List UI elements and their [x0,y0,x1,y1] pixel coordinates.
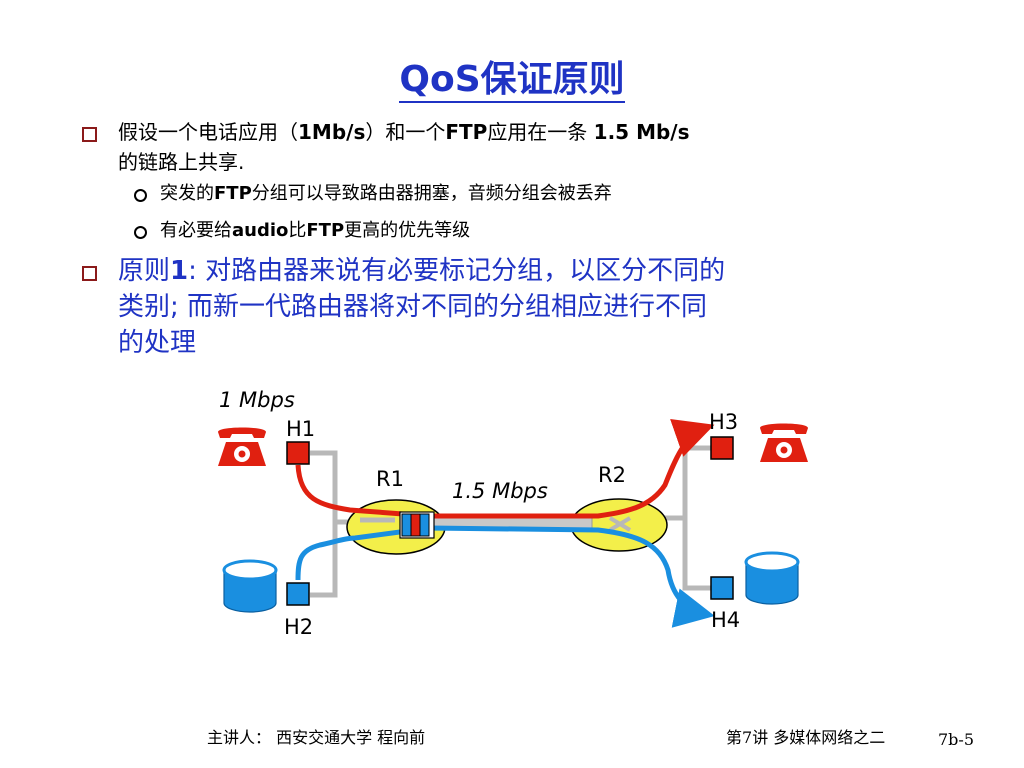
page-number: 7b-5 [938,730,975,749]
host-h3-label: H3 [709,410,738,434]
audio-flow-path [295,419,715,519]
bullet-square-icon [82,266,97,281]
host-h1-label: H1 [286,417,315,441]
access-rate-label: 1 Mbps [219,388,295,412]
host-h1 [286,441,310,465]
bullet-circle-icon [134,189,147,202]
link-rate-label: 1.5 Mbps [452,479,548,503]
principle-1: 原则1: 对路由器来说有必要标记分组，以区分不同的 类别; 而新一代路由器将对不… [118,256,726,358]
host-h4 [710,576,734,600]
disk-storage-icon [744,551,800,605]
bullet-square-icon [82,127,97,142]
bullet-shared-link: 假设一个电话应用（1Mb/s）和一个FTP应用在一条 1.5 Mb/s 的链路上… [118,120,690,174]
router-r2-label: R2 [598,463,626,487]
router-r1-label: R1 [376,467,404,491]
disk-storage-icon [222,559,278,613]
footer-presenter: 主讲人： 西安交通大学 程向前 [207,728,426,747]
telephone-icon [760,423,808,462]
telephone-icon [218,427,266,466]
host-h4-label: H4 [711,608,740,632]
ftp-flow-path [295,525,715,628]
host-h3 [710,436,734,460]
access-link-right [682,445,720,591]
router-queue [399,511,435,539]
host-h2-label: H2 [284,615,313,639]
sub-bullet-congestion: 突发的FTP分组可以导致路由器拥塞，音频分组会被丢弃 [160,183,612,204]
sub-bullet-priority: 有必要给audio比FTP更高的优先等级 [160,220,471,241]
slide-title: QoS保证原则 [0,50,1024,103]
bullet-circle-icon [134,226,147,239]
footer-lecture: 第7讲 多媒体网络之二 [726,728,886,747]
host-h2 [286,582,310,606]
access-link-left [310,450,338,598]
